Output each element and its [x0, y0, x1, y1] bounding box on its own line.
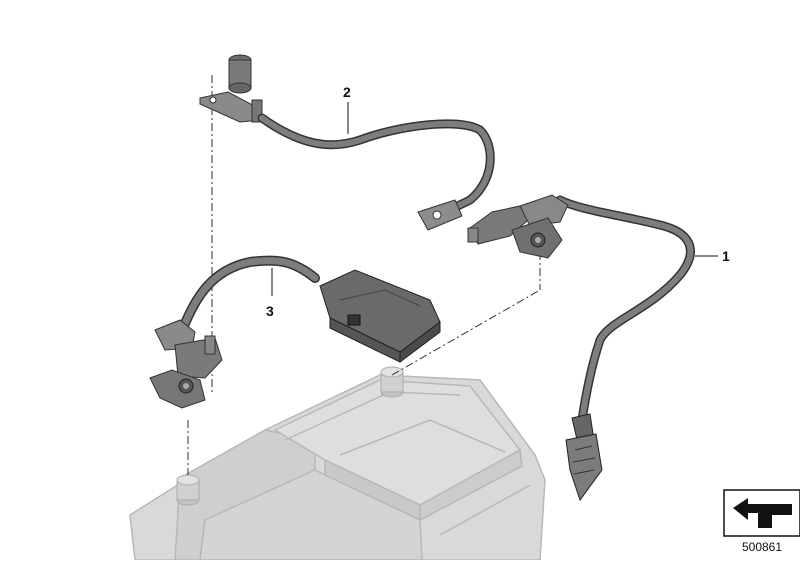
callout-1: 1: [695, 248, 730, 264]
arrow-direction-icon: [723, 489, 800, 537]
cable-1-terminal-clamp: [467, 194, 569, 259]
battery-post-left: [176, 474, 200, 506]
callout-3: 3: [266, 268, 274, 319]
cable-3-terminal-clamp: [149, 319, 223, 409]
cable-3: [149, 255, 441, 409]
callout-2-label: 2: [343, 84, 351, 100]
callout-1-label: 1: [722, 248, 730, 264]
fuse-box: [319, 269, 441, 363]
reference-number: 500861: [741, 540, 783, 554]
callout-3-label: 3: [266, 303, 274, 319]
battery-post-right: [380, 366, 404, 398]
cable-2: [199, 54, 495, 231]
cable-2-terminal: [199, 54, 263, 123]
callout-2: 2: [343, 84, 351, 134]
cable-2-ring-lug: [417, 199, 463, 231]
cable-1-end-clip: [565, 413, 603, 502]
cable-1: [467, 194, 695, 502]
